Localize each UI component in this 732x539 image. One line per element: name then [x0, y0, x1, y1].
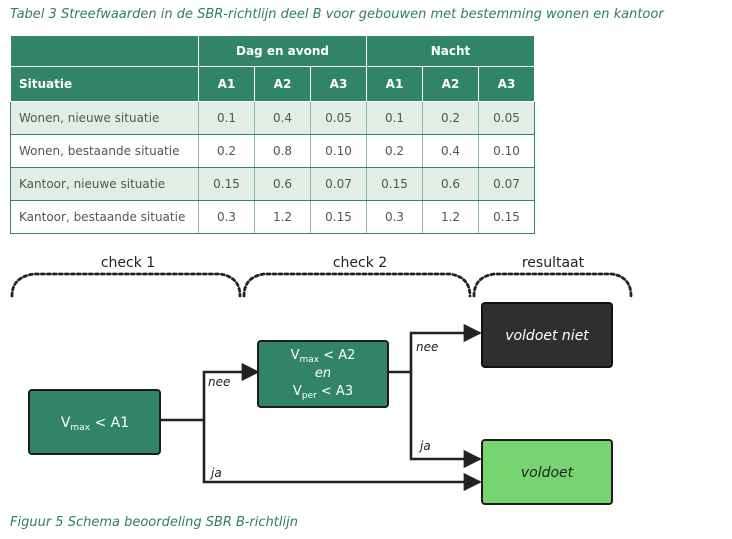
header-a2-dag: A2	[254, 66, 311, 102]
table-row: Kantoor, bestaande situatie 0.3 1.2 0.15…	[10, 200, 535, 234]
edge-nee-2	[409, 323, 482, 372]
cell: 1.2	[422, 200, 479, 234]
brace-resultaat	[472, 272, 633, 298]
edge-label-nee-1: nee	[208, 375, 230, 389]
check-2-line-1: Vmax < A2	[291, 348, 356, 365]
figure-caption: Figuur 5 Schema beoordeling SBR B-richtl…	[10, 515, 298, 530]
cell: 0.6	[422, 167, 479, 201]
header-a1-dag: A1	[198, 66, 255, 102]
section-resultaat: resultaat	[522, 255, 585, 271]
cell: 0.07	[478, 167, 535, 201]
cell: 0.15	[310, 200, 367, 234]
cell: 0.10	[310, 134, 367, 168]
cell: 1.2	[254, 200, 311, 234]
cell: 0.15	[366, 167, 423, 201]
edge-label-ja-2: ja	[418, 439, 431, 453]
section-check-2: check 2	[333, 255, 387, 271]
cell: 0.2	[366, 134, 423, 168]
cell: 0.1	[366, 101, 423, 135]
check-2-box	[257, 340, 389, 408]
cell: 0.05	[310, 101, 367, 135]
cell: 0.3	[198, 200, 255, 234]
edge-ja-1	[202, 420, 482, 492]
edge-ja-2	[409, 372, 482, 469]
cell: 0.3	[366, 200, 423, 234]
table-row: Wonen, nieuwe situatie 0.1 0.4 0.05 0.1 …	[10, 101, 535, 135]
edge-nee-1	[202, 362, 260, 420]
cell: 0.8	[254, 134, 311, 168]
header-a3-dag: A3	[310, 66, 367, 102]
result-pass-label: voldoet	[521, 465, 574, 481]
cell: 0.6	[254, 167, 311, 201]
result-pass-box	[481, 439, 613, 505]
header-a1-nacht: A1	[366, 66, 423, 102]
cell: 0.4	[254, 101, 311, 135]
cell: 0.15	[478, 200, 535, 234]
brace-check-1	[10, 272, 242, 298]
row-label: Kantoor, bestaande situatie	[10, 200, 199, 234]
brace-check-2	[242, 272, 472, 298]
section-check-1: check 1	[101, 255, 155, 271]
table-row: Wonen, bestaande situatie 0.2 0.8 0.10 0…	[10, 134, 535, 168]
cell: 0.15	[198, 167, 255, 201]
header-a2-nacht: A2	[422, 66, 479, 102]
check-1-box	[28, 389, 161, 455]
check-1-formula: Vmax < A1	[61, 415, 129, 433]
cell: 0.2	[198, 134, 255, 168]
row-label: Kantoor, nieuwe situatie	[10, 167, 199, 201]
result-fail-label: voldoet niet	[505, 328, 589, 344]
check-2-line-2: en	[315, 366, 331, 381]
header-situatie: Situatie	[10, 66, 199, 102]
cell: 0.10	[478, 134, 535, 168]
header-a3-nacht: A3	[478, 66, 535, 102]
edge-label-ja-1: ja	[209, 466, 222, 480]
row-label: Wonen, nieuwe situatie	[10, 101, 199, 135]
edge-label-nee-2: nee	[416, 340, 438, 354]
row-label: Wonen, bestaande situatie	[10, 134, 199, 168]
streefwaarden-table: Dag en avond Nacht Situatie A1 A2 A3 A1 …	[10, 35, 535, 234]
table-row: Kantoor, nieuwe situatie 0.15 0.6 0.07 0…	[10, 167, 535, 201]
cell: 0.4	[422, 134, 479, 168]
check-2-line-3: Vper < A3	[293, 384, 353, 401]
result-fail-box	[481, 302, 613, 368]
table-caption: Tabel 3 Streefwaarden in de SBR-richtlij…	[10, 7, 664, 22]
